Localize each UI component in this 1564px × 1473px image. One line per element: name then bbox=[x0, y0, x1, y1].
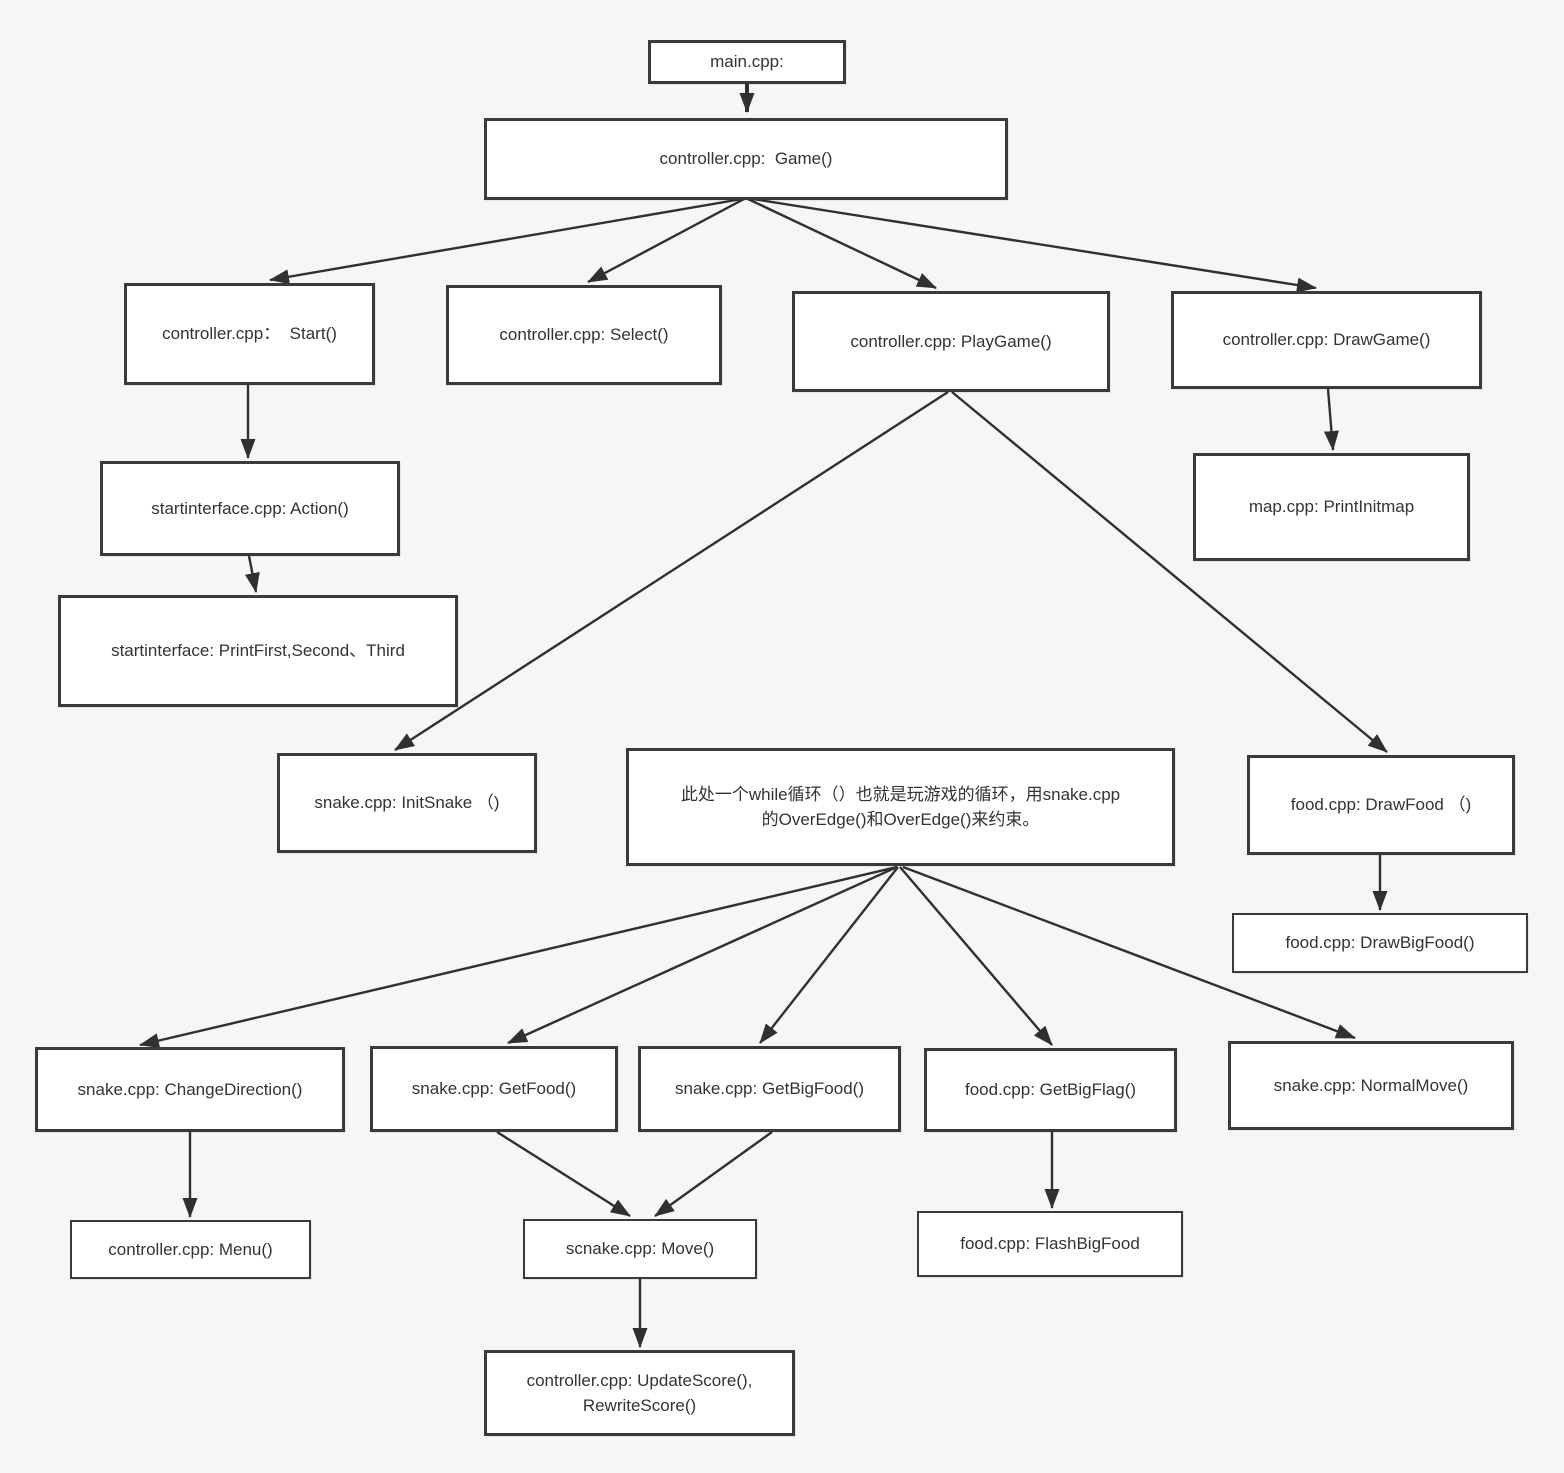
node-snake-getfood: snake.cpp: GetFood() bbox=[370, 1046, 618, 1132]
edge-whilenote-getbigfood bbox=[759, 866, 899, 1044]
updatescore-line1: controller.cpp: UpdateScore(), bbox=[526, 1370, 753, 1390]
updatescore-line2: RewriteScore() bbox=[582, 1396, 697, 1415]
node-controller-playgame: controller.cpp: PlayGame() bbox=[792, 291, 1110, 392]
edge-whilenote-changedirection bbox=[139, 865, 898, 1048]
node-snake-initsnake: snake.cpp: InitSnake （) bbox=[277, 753, 537, 853]
edge-whilenote-getfood bbox=[507, 865, 898, 1045]
edge-getfood-move bbox=[496, 1130, 631, 1218]
edge-game-drawgame bbox=[752, 197, 1317, 293]
node-startinterface-printfirst: startinterface: PrintFirst,Second、Third bbox=[58, 595, 458, 707]
node-food-flashbigfood: food.cpp: FlashBigFood bbox=[917, 1211, 1183, 1277]
node-food-drawbigfood: food.cpp: DrawBigFood() bbox=[1232, 913, 1528, 973]
node-controller-start: controller.cpp： Start() bbox=[124, 283, 375, 385]
edge-whilenote-getbigflag bbox=[899, 866, 1053, 1046]
node-main-cpp: main.cpp: bbox=[648, 40, 846, 84]
node-controller-game: controller.cpp: Game() bbox=[484, 118, 1008, 200]
node-while-loop-note: 此处一个while循环（）也就是玩游戏的循环，用snake.cpp 的OverE… bbox=[626, 748, 1175, 866]
edge-drawgame-printinitmap bbox=[1323, 388, 1339, 451]
node-controller-select: controller.cpp: Select() bbox=[446, 285, 722, 385]
edge-game-select bbox=[587, 197, 745, 284]
edge-playgame-initsnake bbox=[394, 390, 949, 752]
node-controller-drawgame: controller.cpp: DrawGame() bbox=[1171, 291, 1482, 389]
node-controller-updatescore: controller.cpp: UpdateScore(), RewriteSc… bbox=[484, 1350, 795, 1436]
edge-action-printfirst bbox=[245, 555, 260, 593]
node-startinterface-action: startinterface.cpp: Action() bbox=[100, 461, 400, 556]
node-scnake-move: scnake.cpp: Move() bbox=[523, 1219, 757, 1279]
edge-game-start bbox=[269, 197, 743, 285]
node-snake-getbigfood: snake.cpp: GetBigFood() bbox=[638, 1046, 901, 1132]
node-food-getbigflag: food.cpp: GetBigFlag() bbox=[924, 1048, 1177, 1132]
node-controller-menu: controller.cpp: Menu() bbox=[70, 1220, 311, 1279]
node-food-drawfood: food.cpp: DrawFood （) bbox=[1247, 755, 1515, 855]
while-note-line1: 此处一个while循环（）也就是玩游戏的循环，用snake.cpp bbox=[680, 784, 1121, 804]
edge-getbigfood-move bbox=[654, 1131, 773, 1217]
node-snake-normalmove: snake.cpp: NormalMove() bbox=[1228, 1041, 1514, 1130]
edge-game-playgame bbox=[747, 197, 937, 290]
edge-playgame-drawfood bbox=[951, 391, 1388, 753]
while-note-line2: 的OverEdge()和OverEdge()来约束。 bbox=[761, 810, 1040, 829]
node-map-printinitmap: map.cpp: PrintInitmap bbox=[1193, 453, 1470, 561]
node-snake-changedirection: snake.cpp: ChangeDirection() bbox=[35, 1047, 345, 1132]
